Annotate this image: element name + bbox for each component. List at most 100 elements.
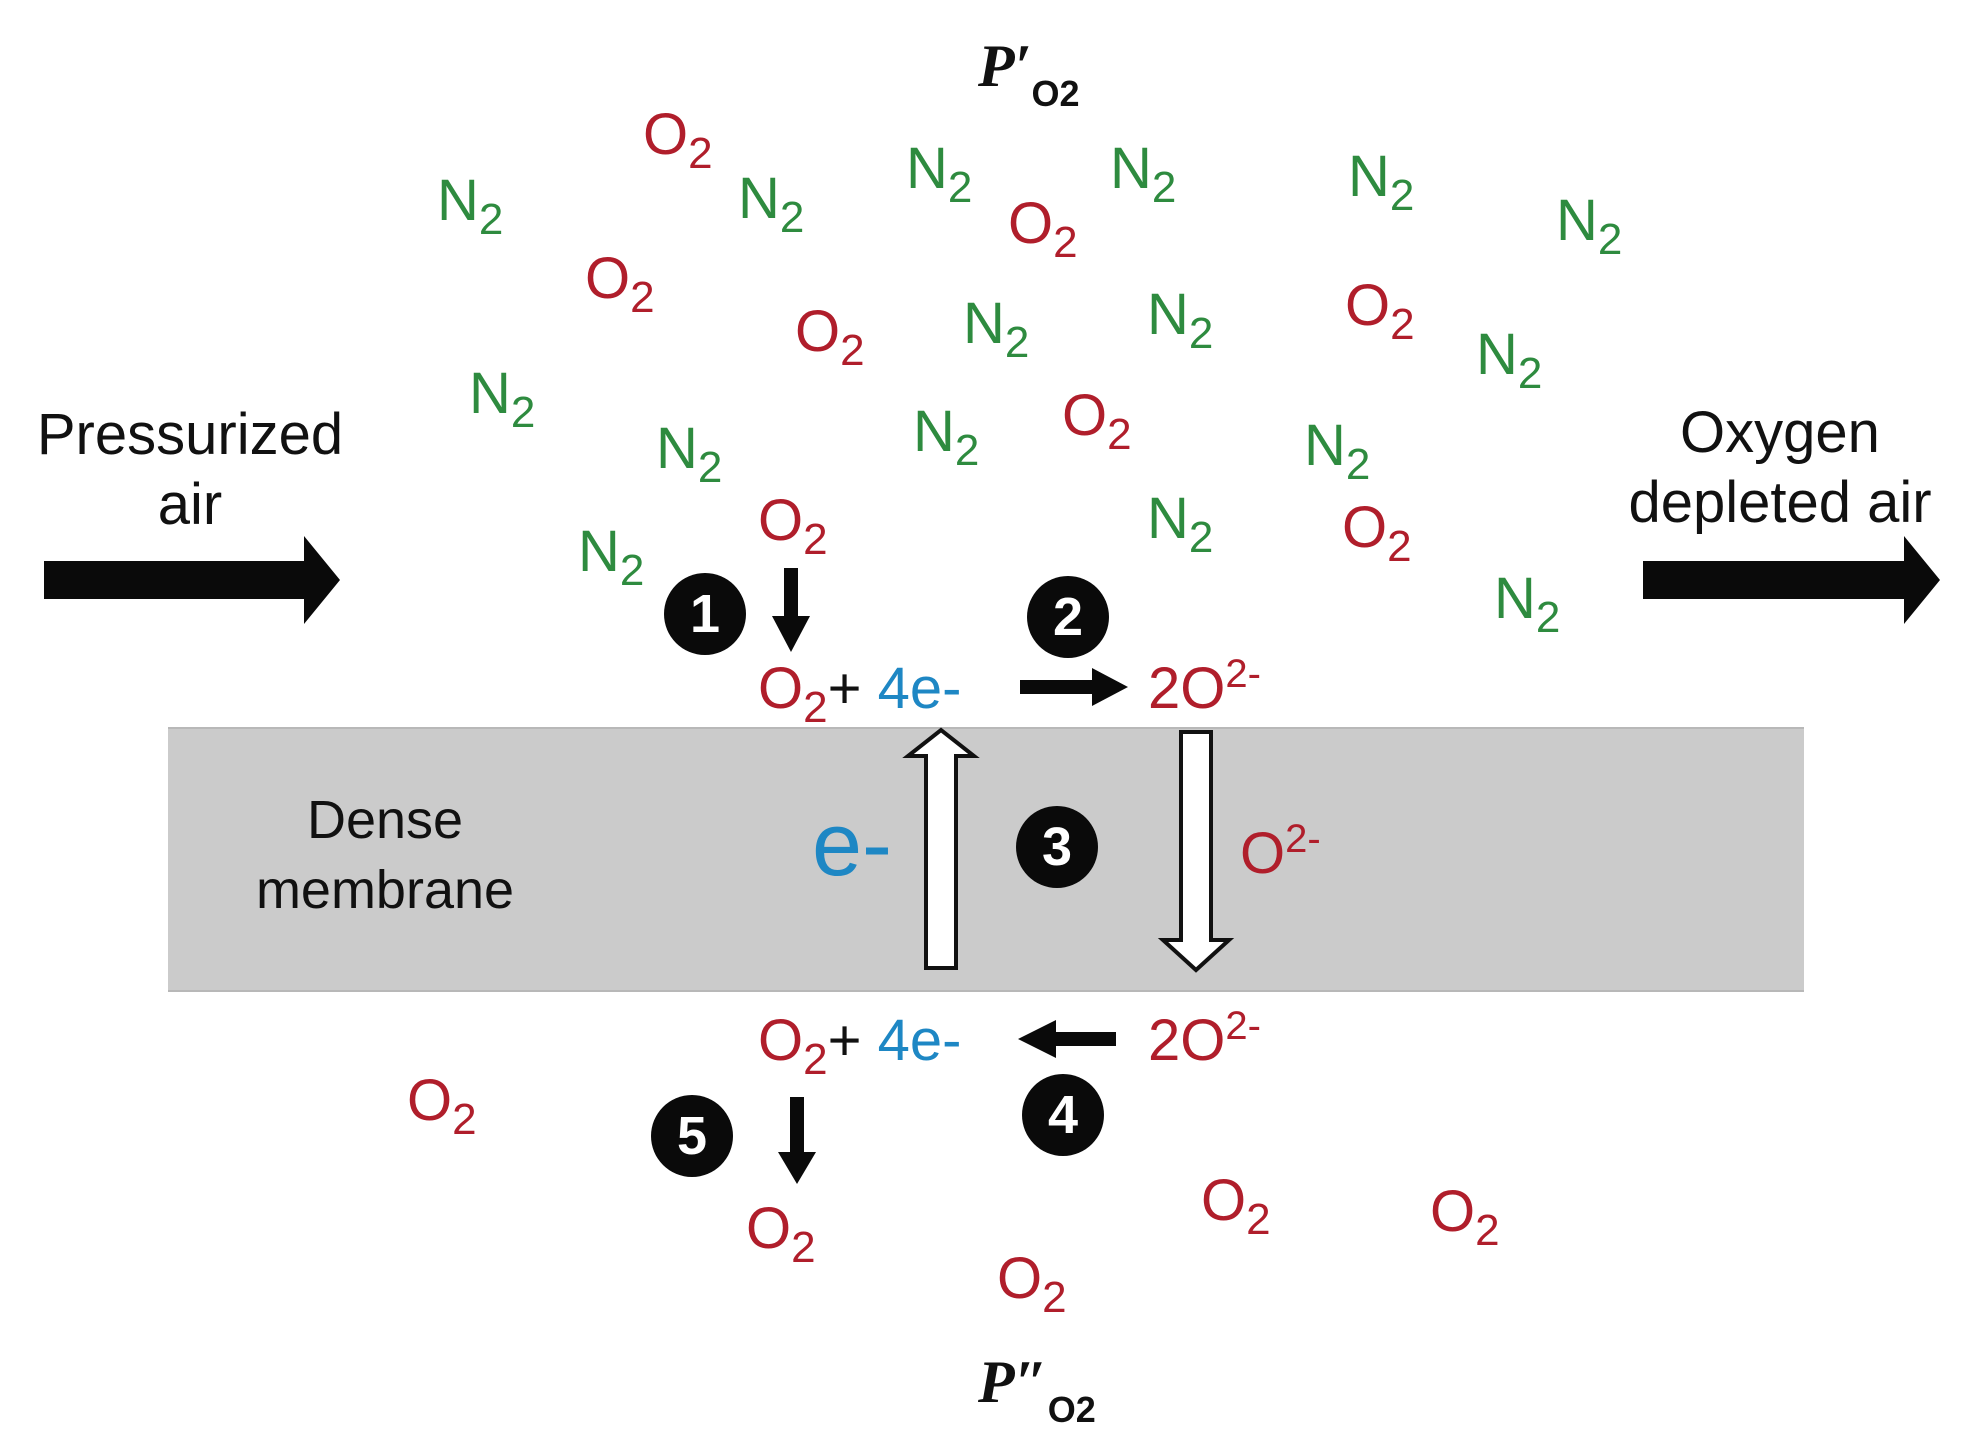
p-top-sub: O2	[1031, 72, 1080, 114]
molecule-symbol: O	[1342, 495, 1388, 560]
reaction-top-o2-sub: 2	[803, 683, 828, 733]
molecule-symbol: N	[469, 361, 511, 426]
molecule-subscript: 2	[1188, 309, 1214, 359]
reaction-bottom-reactant-charge: 2-	[1225, 1004, 1261, 1048]
molecule-subscript: 2	[1053, 218, 1078, 268]
reaction-bottom-o2-sub: 2	[803, 1035, 828, 1085]
nitrogen-molecule: N2	[469, 365, 535, 435]
reaction-top-product: 2O2-	[1148, 654, 1261, 718]
molecule-subscript: 2	[478, 195, 504, 245]
molecule-subscript: 2	[630, 273, 655, 323]
molecule-symbol: N	[437, 168, 479, 233]
reaction-bottom-plus: +	[827, 1008, 862, 1073]
oxygen-molecule: O2	[997, 1250, 1067, 1320]
oxygen-molecule: O2	[1201, 1172, 1271, 1242]
oxygen-depleted-line1: Oxygen	[1680, 400, 1880, 465]
molecule-symbol: N	[738, 166, 780, 231]
reaction-bottom-o2: O2	[758, 1008, 828, 1082]
reaction-top-o2: O2	[758, 656, 828, 730]
molecule-symbol: N	[1304, 413, 1346, 478]
nitrogen-molecule: N2	[437, 172, 503, 242]
molecule-symbol: O	[585, 246, 631, 311]
p-top-main: P′	[978, 33, 1032, 99]
step-1-number: 1	[689, 584, 721, 644]
step-3-badge: 3	[1016, 806, 1098, 888]
p-bottom-main: P″	[978, 1349, 1048, 1415]
molecule-symbol: O	[1062, 383, 1108, 448]
reaction-top-electrons: 4e-	[877, 656, 962, 721]
oxygen-molecule: O2	[643, 106, 713, 176]
molecule-subscript: 2	[1387, 522, 1412, 572]
nitrogen-molecule: N2	[656, 420, 722, 490]
molecule-subscript: 2	[803, 515, 828, 565]
molecule-subscript: 2	[619, 546, 645, 596]
molecule-subscript: 2	[1246, 1195, 1271, 1245]
molecule-subscript: 2	[1517, 349, 1543, 399]
nitrogen-molecule: N2	[1556, 192, 1622, 262]
oxide-ion-symbol: O	[1240, 821, 1286, 886]
molecule-subscript: 2	[1390, 300, 1415, 350]
molecule-subscript: 2	[1004, 318, 1030, 368]
molecule-subscript: 2	[1597, 215, 1623, 265]
molecule-subscript: 2	[1475, 1206, 1500, 1256]
molecule-subscript: 2	[1345, 440, 1371, 490]
step-2-number: 2	[1052, 587, 1084, 647]
nitrogen-molecule: N2	[906, 140, 972, 210]
molecule-symbol: O	[1345, 273, 1391, 338]
nitrogen-molecule: N2	[1348, 148, 1414, 218]
molecule-symbol: N	[1147, 282, 1189, 347]
molecule-symbol: N	[913, 399, 955, 464]
oxygen-molecule: O2	[1062, 387, 1132, 457]
p-bottom-sub: O2	[1047, 1388, 1096, 1430]
molecule-subscript: 2	[779, 193, 805, 243]
oxygen-molecule: O2	[1345, 277, 1415, 347]
molecule-subscript: 2	[1042, 1273, 1067, 1323]
partial-pressure-top: P′O2	[978, 33, 1080, 111]
reaction-top-o2-symbol: O	[758, 656, 804, 721]
dense-membrane	[168, 727, 1804, 992]
molecule-symbol: O	[1201, 1168, 1247, 1233]
oxidation-arrow	[1018, 1020, 1116, 1058]
molecule-symbol: O	[643, 102, 689, 167]
nitrogen-molecule: N2	[963, 295, 1029, 365]
adsorption-arrow	[772, 568, 810, 652]
step-2-badge: 2	[1027, 576, 1109, 658]
nitrogen-molecule: N2	[1304, 417, 1370, 487]
molecule-symbol: N	[1348, 144, 1390, 209]
electron-symbol: e-	[812, 795, 893, 895]
partial-pressure-bottom: P″O2	[978, 1349, 1096, 1427]
molecule-symbol: O	[1008, 191, 1054, 256]
molecule-subscript: 2	[688, 129, 713, 179]
molecule-subscript: 2	[840, 326, 865, 376]
molecule-subscript: 2	[1151, 163, 1177, 213]
molecule-symbol: O	[1430, 1179, 1476, 1244]
step-1-badge: 1	[664, 573, 746, 655]
molecule-symbol: N	[1110, 136, 1152, 201]
molecule-symbol: O	[746, 1196, 792, 1261]
reaction-bottom-reactant: 2O2-	[1148, 1006, 1261, 1070]
molecule-subscript: 2	[1535, 593, 1561, 643]
oxygen-molecule: O2	[585, 250, 655, 320]
dense-membrane-line1: Dense	[306, 790, 464, 850]
reaction-top: O2+ 4e-	[758, 660, 961, 730]
molecule-symbol: N	[656, 416, 698, 481]
molecule-symbol: O	[407, 1068, 453, 1133]
step-4-badge: 4	[1022, 1074, 1104, 1156]
molecule-symbol: O	[795, 299, 841, 364]
nitrogen-molecule: N2	[1147, 490, 1213, 560]
molecule-subscript: 2	[954, 426, 980, 476]
nitrogen-molecule: N2	[1110, 140, 1176, 210]
pressurized-air-line1: Pressurized	[36, 402, 344, 467]
nitrogen-molecule: N2	[738, 170, 804, 240]
nitrogen-molecule: N2	[1476, 326, 1542, 396]
oxygen-molecule: O2	[1342, 499, 1412, 569]
molecule-symbol: N	[1476, 322, 1518, 387]
reaction-bottom-o2-symbol: O	[758, 1008, 804, 1073]
molecule-symbol: N	[1147, 486, 1189, 551]
oxygen-molecule: O2	[795, 303, 865, 373]
oxygen-molecule: O2	[1008, 195, 1078, 265]
nitrogen-molecule: N2	[913, 403, 979, 473]
oxygen-molecule: O2	[407, 1072, 477, 1142]
